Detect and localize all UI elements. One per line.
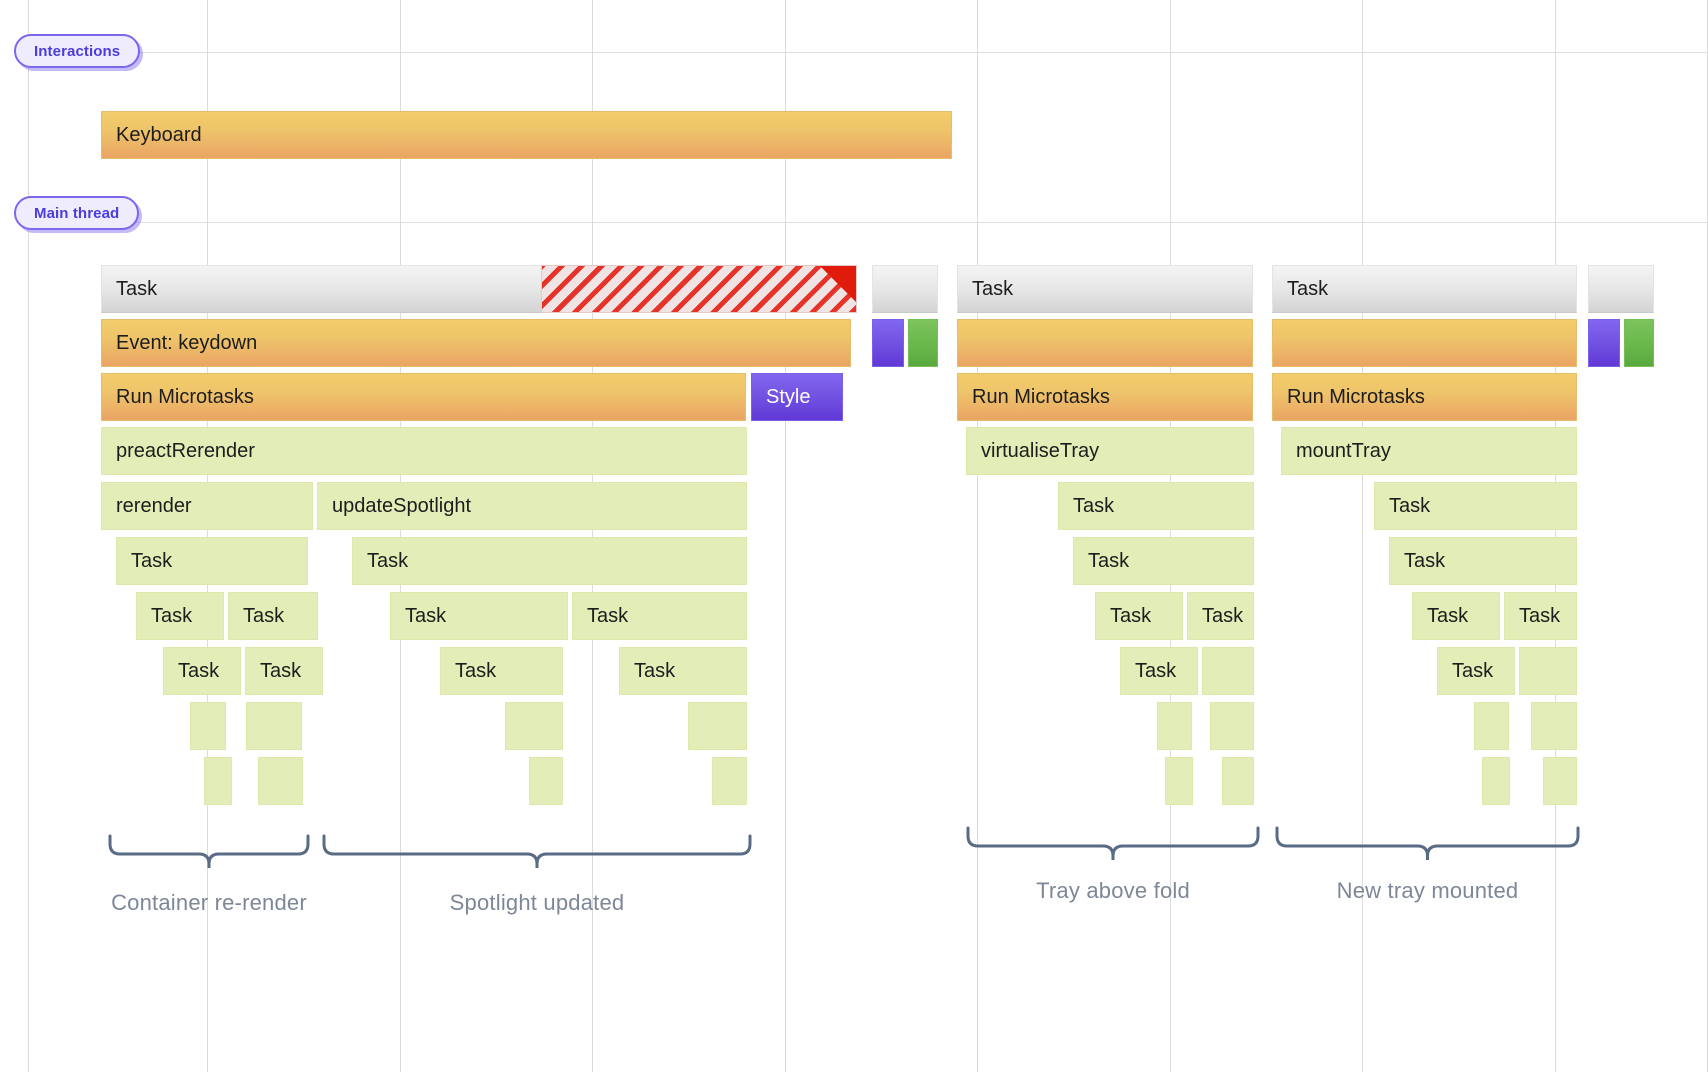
gridline-vertical: [1170, 0, 1171, 1072]
group-caption-tray-above-fold: Tray above fold: [1036, 878, 1190, 903]
js-frame-block[interactable]: Task: [136, 592, 224, 640]
gridline-horizontal: [28, 52, 1708, 53]
js-frame-block[interactable]: Task: [1120, 647, 1198, 695]
event-block[interactable]: Run Microtasks: [101, 373, 746, 421]
group-bracket: [966, 826, 1260, 860]
trailing-paint-block[interactable]: [908, 319, 938, 367]
gridline-vertical: [28, 0, 29, 1072]
js-frame-block[interactable]: [190, 702, 226, 750]
js-frame-block[interactable]: [1210, 702, 1254, 750]
js-frame-block[interactable]: [529, 757, 563, 805]
js-frame-block[interactable]: [1482, 757, 1510, 805]
trailing-style-block[interactable]: [872, 319, 904, 367]
js-frame-block[interactable]: Task: [245, 647, 323, 695]
group-caption-container-rerender: Container re-render: [111, 890, 307, 915]
track-badge-interactions[interactable]: Interactions: [14, 34, 141, 68]
trailing-task-block[interactable]: [872, 265, 938, 313]
js-frame-block[interactable]: [1157, 702, 1192, 750]
style-block[interactable]: Style: [751, 373, 843, 421]
js-frame-block[interactable]: [1165, 757, 1193, 805]
gridline-vertical: [977, 0, 978, 1072]
js-frame-block[interactable]: virtualiseTray: [966, 427, 1254, 475]
long-task-corner-marker-icon: [820, 266, 856, 302]
js-frame-block[interactable]: Task: [619, 647, 747, 695]
event-block[interactable]: Run Microtasks: [957, 373, 1253, 421]
task-block[interactable]: Task: [1272, 265, 1577, 313]
gridline-vertical: [1362, 0, 1363, 1072]
track-badge-main-thread[interactable]: Main thread: [14, 196, 140, 230]
js-frame-block[interactable]: [204, 757, 232, 805]
js-frame-block[interactable]: [1222, 757, 1254, 805]
js-frame-block[interactable]: [712, 757, 747, 805]
js-frame-block[interactable]: [1543, 757, 1577, 805]
js-frame-block[interactable]: Task: [163, 647, 241, 695]
js-frame-block[interactable]: mountTray: [1281, 427, 1577, 475]
group-bracket: [322, 834, 752, 868]
gridline-vertical: [1555, 0, 1556, 1072]
js-frame-block[interactable]: Task: [1389, 537, 1577, 585]
js-frame-block[interactable]: Task: [352, 537, 747, 585]
gridline-horizontal: [28, 222, 1708, 223]
long-task-warning-overlay[interactable]: [541, 265, 857, 313]
js-frame-block[interactable]: Task: [572, 592, 747, 640]
gridline-vertical: [785, 0, 786, 1072]
trailing-style-block[interactable]: [1588, 319, 1620, 367]
trailing-paint-block[interactable]: [1624, 319, 1654, 367]
group-bracket: [108, 834, 310, 868]
gridline-vertical: [400, 0, 401, 1072]
event-block[interactable]: [1272, 319, 1577, 367]
js-frame-block[interactable]: Task: [390, 592, 568, 640]
trailing-task-block[interactable]: [1588, 265, 1654, 313]
js-frame-block[interactable]: Task: [1504, 592, 1577, 640]
group-bracket: [1275, 826, 1580, 860]
task-block[interactable]: Task: [957, 265, 1253, 313]
js-frame-block[interactable]: [258, 757, 303, 805]
js-frame-block[interactable]: Task: [440, 647, 563, 695]
js-frame-block[interactable]: [1474, 702, 1509, 750]
js-frame-block[interactable]: Task: [1437, 647, 1515, 695]
keyboard-interaction-block[interactable]: Keyboard: [101, 111, 952, 159]
js-frame-block[interactable]: rerender: [101, 482, 313, 530]
js-frame-block[interactable]: Task: [1073, 537, 1254, 585]
js-frame-block[interactable]: [1519, 647, 1577, 695]
js-frame-block[interactable]: Task: [1412, 592, 1500, 640]
gridline-vertical: [592, 0, 593, 1072]
js-frame-block[interactable]: Task: [1374, 482, 1577, 530]
js-frame-block[interactable]: Task: [1058, 482, 1254, 530]
js-frame-block[interactable]: [1202, 647, 1254, 695]
event-block[interactable]: [957, 319, 1253, 367]
js-frame-block[interactable]: Task: [1187, 592, 1254, 640]
event-block[interactable]: Event: keydown: [101, 319, 851, 367]
js-frame-block[interactable]: [688, 702, 747, 750]
js-frame-block[interactable]: [505, 702, 563, 750]
group-caption-new-tray-mounted: New tray mounted: [1336, 878, 1519, 903]
js-frame-block[interactable]: Task: [116, 537, 308, 585]
js-frame-block[interactable]: updateSpotlight: [317, 482, 747, 530]
js-frame-block[interactable]: Task: [228, 592, 318, 640]
js-frame-block[interactable]: preactRerender: [101, 427, 747, 475]
group-caption-spotlight-updated: Spotlight updated: [449, 890, 625, 915]
js-frame-block[interactable]: [1531, 702, 1577, 750]
gridline-vertical: [207, 0, 208, 1072]
event-block[interactable]: Run Microtasks: [1272, 373, 1577, 421]
js-frame-block[interactable]: [246, 702, 302, 750]
js-frame-block[interactable]: Task: [1095, 592, 1183, 640]
